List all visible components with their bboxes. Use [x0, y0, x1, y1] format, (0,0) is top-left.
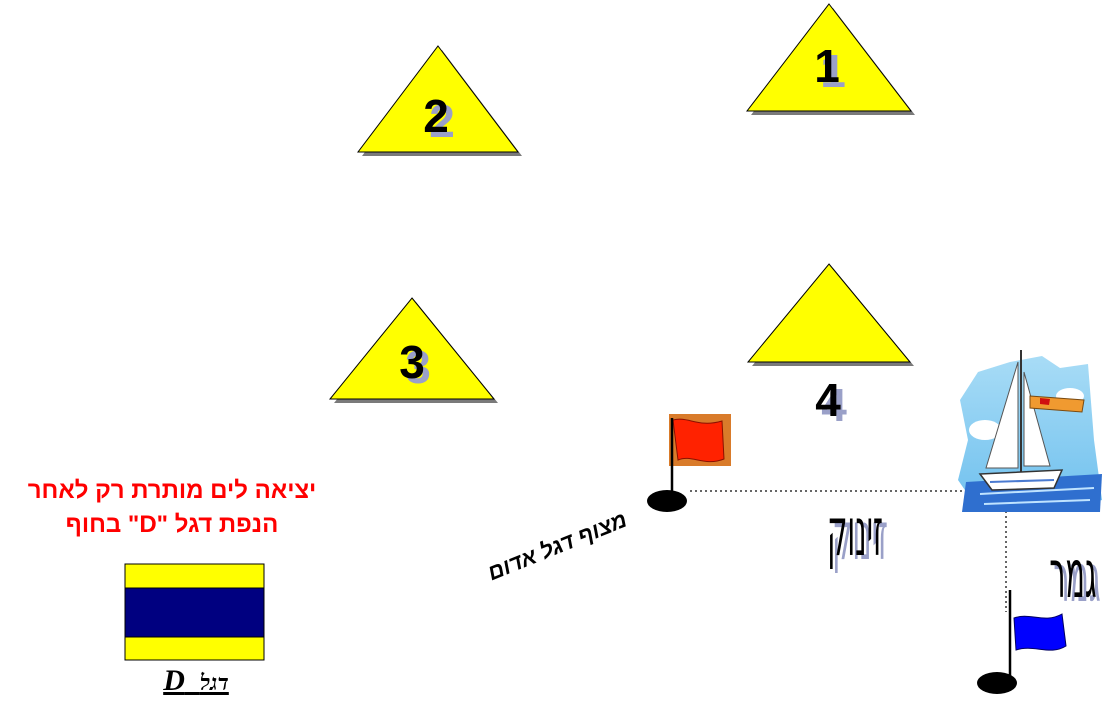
launch-notice: יציאה לים מותרת רק לאחר הנפת דגל "D" בחו… [6, 474, 338, 542]
committee-boat-picture [958, 350, 1102, 512]
finish-label: גמר גמר [1049, 536, 1100, 618]
red-flag-buoy-label: מצוף דגל אדום [484, 507, 630, 586]
d-flag-caption-word: דגל [200, 670, 229, 695]
d-flag-bottom-stripe [125, 637, 264, 660]
buoy-3-label: 3 [399, 336, 425, 388]
d-flag-center-stripe [125, 588, 264, 637]
red-flag-buoy [647, 414, 731, 512]
red-flag-buoy-float [647, 490, 687, 512]
blue-flag-icon [1014, 614, 1066, 650]
buoy-1-label: 1 [814, 40, 840, 92]
buoy-2: 2 2 [358, 46, 522, 156]
buoy-4-label: 4 [815, 374, 841, 426]
buoy-3: 3 3 [330, 298, 498, 403]
buoy-4: 4 4 [748, 264, 914, 431]
d-flag [125, 564, 264, 660]
start-label-text: זינוק [827, 494, 883, 572]
finish-label-text: גמר [1049, 536, 1096, 614]
blue-flag-buoy-float [977, 672, 1017, 694]
buoy-2-label: 2 [423, 90, 449, 142]
launch-notice-line2: הנפת דגל "D" בחוף [6, 508, 338, 542]
d-flag-top-stripe [125, 564, 264, 588]
launch-notice-line1: יציאה לים מותרת רק לאחר [6, 474, 338, 508]
d-flag-caption: D דגל [126, 664, 266, 698]
d-flag-caption-letter: D [163, 664, 185, 697]
red-flag-icon [673, 419, 724, 462]
start-label: זינוק זינוק [827, 494, 888, 576]
buoy-1: 1 1 [747, 4, 915, 115]
